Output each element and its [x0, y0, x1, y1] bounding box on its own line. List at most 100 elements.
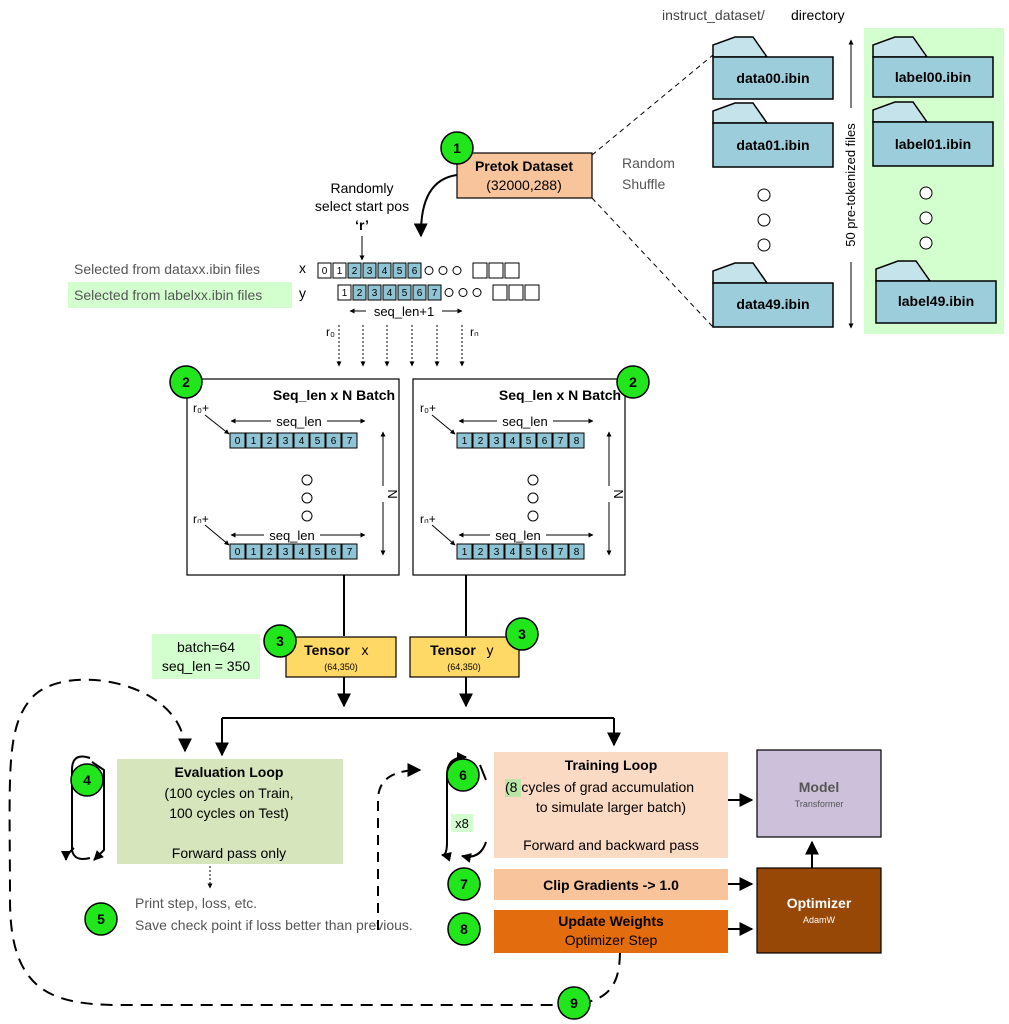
dir-suffix: directory	[791, 7, 845, 23]
batch-y-seqlen-bottom-bg	[490, 527, 546, 542]
folder-label49: label49.ibin	[875, 260, 997, 324]
batch-x-token-cell	[229, 432, 246, 449]
x-token-empty-cell	[488, 262, 504, 279]
x-var: x	[299, 260, 306, 276]
batch-x-token-cell	[293, 543, 310, 560]
label49-label: label49.ibin	[898, 293, 974, 309]
batch-y-token-value: 4	[510, 436, 516, 447]
batch-x-token-cell	[341, 432, 358, 449]
svg-text:7: 7	[460, 876, 468, 892]
batch-y-token-cell	[520, 432, 537, 449]
shuffle-label: Shuffle	[622, 176, 666, 192]
y-token-value: 3	[372, 288, 378, 299]
eval-line1: (100 cycles on Train,	[164, 785, 293, 801]
y-token-cell	[412, 284, 427, 301]
y-token-value: 5	[402, 288, 408, 299]
batch-x-n-bg	[376, 486, 390, 502]
y-token-cell	[427, 284, 442, 301]
batch-y-n-bg	[602, 486, 616, 502]
model-title: Model	[799, 779, 839, 795]
batch-x-token-cell	[245, 432, 262, 449]
batch-y-token-cell	[552, 432, 569, 449]
batch-box-y	[412, 378, 626, 576]
tensor-y-shape: (64,350)	[447, 662, 481, 672]
tensor-x-title: Tensor	[304, 642, 350, 658]
y-token-empty-cell	[508, 284, 524, 301]
batch-x-token-value: 7	[347, 547, 353, 558]
update-sub: Optimizer Step	[565, 932, 658, 948]
x-token-value: 2	[352, 266, 358, 277]
batch-x-token-value: 7	[347, 436, 353, 447]
folder-data00: data00.ibin	[712, 36, 834, 100]
select-arrow	[413, 174, 458, 238]
batch-x-token-value: 5	[315, 547, 321, 558]
y-source-highlight	[68, 282, 292, 308]
rn-label: rₙ	[470, 325, 479, 339]
batch-y-token-value: 1	[462, 547, 468, 558]
x-token-cell	[377, 262, 392, 279]
batch-y-token-cell	[456, 543, 473, 560]
optimizer-box	[756, 867, 882, 954]
train-line2: to simulate larger batch)	[536, 799, 686, 815]
seq-len-plus-bg	[366, 303, 442, 319]
update-title: Update Weights	[558, 913, 664, 929]
data49-label: data49.ibin	[736, 296, 809, 312]
batch-x-token-value: 2	[267, 436, 273, 447]
step-badge-2-left: 2	[169, 365, 203, 399]
y-token-empty-cell	[492, 284, 508, 301]
batch-x-token-cell	[277, 543, 294, 560]
file-count-dimension: 50 pre-tokenized files	[843, 39, 858, 329]
batch-x-token-cell	[293, 432, 310, 449]
train-loop-bottom	[462, 764, 487, 857]
y-var: y	[299, 285, 306, 301]
batch-y-token-value: 3	[494, 436, 500, 447]
batch-x-rn-plus: rₙ+	[193, 512, 209, 526]
y-token-value: 4	[387, 288, 393, 299]
evaluation-loop-box	[117, 759, 343, 864]
batch-y-token-value: 7	[558, 436, 564, 447]
label00-label: label00.ibin	[895, 69, 971, 85]
pretok-shape: (32000,288)	[486, 177, 562, 193]
step-badge-7: 7	[447, 867, 481, 901]
print-to-train-loop	[377, 763, 422, 930]
batch-y-token-cell	[568, 432, 585, 449]
batch-x-token-cell	[309, 543, 326, 560]
x-token-ellipsis-dot	[452, 266, 462, 275]
batch-x-token-cell	[325, 432, 342, 449]
svg-text:4: 4	[83, 772, 91, 788]
batch-y-r0-pointer	[431, 414, 456, 435]
label01-label: label01.ibin	[895, 136, 971, 152]
train-line1: (8 cycles of grad accumulation	[505, 779, 694, 795]
batch-y-token-cell	[504, 543, 521, 560]
y-token-cell	[397, 284, 412, 301]
batch-y-token-value: 5	[526, 436, 532, 447]
x-token-cell	[317, 262, 332, 279]
batch-y-token-cell	[456, 432, 473, 449]
seq-note: seq_len = 350	[162, 658, 251, 674]
batch-y-token-value: 6	[542, 547, 548, 558]
batch-y-token-value: 4	[510, 547, 516, 558]
batch-note-bg	[152, 634, 260, 679]
batch-x-token-value: 0	[235, 436, 241, 447]
batch-x-token-cell	[309, 432, 326, 449]
sample-arrows	[336, 325, 465, 367]
eval-loop-tail	[61, 847, 75, 861]
batch-x-token-cell	[261, 432, 278, 449]
eval-line2: 100 cycles on Test)	[169, 805, 289, 821]
batch-y-token-cell	[536, 543, 553, 560]
batch-x-n-label: N	[385, 489, 400, 498]
folder-label00: label00.ibin	[872, 36, 994, 98]
batch-x-token-cell	[277, 432, 294, 449]
data-ellipsis	[757, 188, 771, 252]
batch-y-token-value: 8	[574, 436, 580, 447]
batch-x-token-cell	[245, 543, 262, 560]
batch-y-token-cell	[520, 543, 537, 560]
print-line2: Save check point if loss better than pre…	[135, 917, 413, 933]
batch-y-token-value: 5	[526, 547, 532, 558]
train-highlight	[505, 779, 521, 797]
svg-text:1: 1	[453, 140, 461, 156]
